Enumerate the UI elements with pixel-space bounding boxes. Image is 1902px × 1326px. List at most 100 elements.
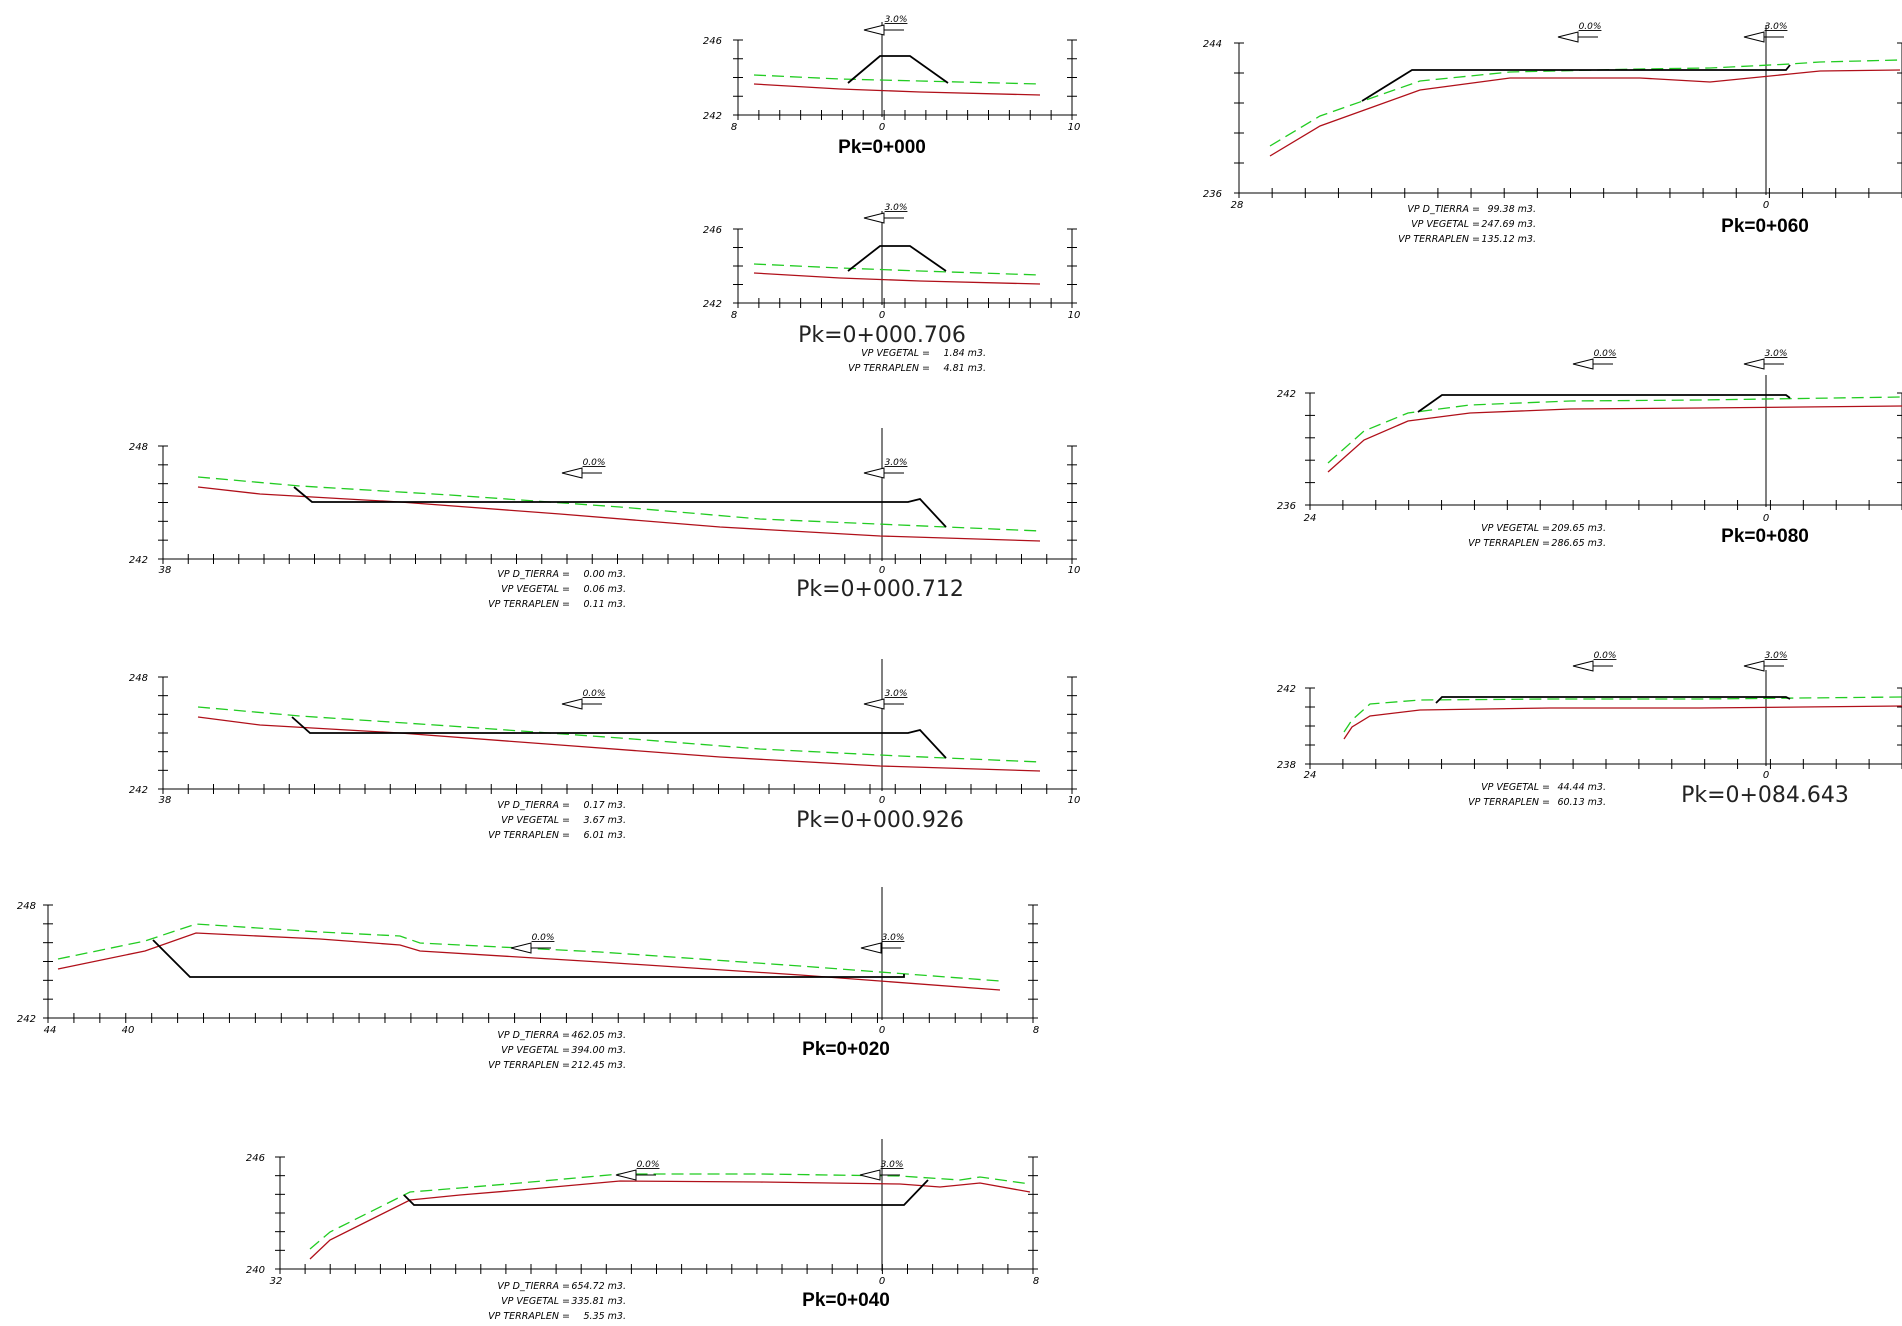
x-axis-label: 8 xyxy=(1033,1025,1039,1036)
x-axis-label: 0 xyxy=(1763,200,1769,211)
y-axis-label: 242 xyxy=(129,555,148,566)
volume-name: VP VEGETAL = xyxy=(501,1296,570,1307)
vegetal-line xyxy=(197,706,1041,763)
road-line xyxy=(152,939,905,978)
volume-name: VP D_TIERRA = xyxy=(497,800,570,811)
x-axis-label: 38 xyxy=(159,795,172,806)
slope-arrow-head xyxy=(1743,31,1765,43)
terrain-line xyxy=(57,932,1001,991)
x-axis-label: 0 xyxy=(879,795,885,806)
x-axis-label: 0 xyxy=(879,565,885,576)
x-axis-label: 10 xyxy=(1068,795,1081,806)
road-line xyxy=(403,1179,929,1206)
slope-label: 0.0% xyxy=(532,933,555,943)
volume-name: VP TERRAPLEN = xyxy=(1468,538,1550,549)
slope-arrow-head xyxy=(1743,660,1765,672)
vegetal-line xyxy=(1343,696,1902,733)
volume-name: VP D_TIERRA = xyxy=(497,1030,570,1041)
y-axis-label: 246 xyxy=(703,225,722,236)
slope-label: 3.0% xyxy=(881,1160,904,1170)
volume-value: 44.44 m3. xyxy=(1557,782,1606,793)
road-line xyxy=(1361,64,1791,102)
x-axis-label: 0 xyxy=(879,1276,885,1287)
road-line xyxy=(1417,394,1791,413)
volume-name: VP VEGETAL = xyxy=(1481,523,1550,534)
slope-label: 0.0% xyxy=(637,1160,660,1170)
slope-arrow-head xyxy=(863,698,885,710)
slope-arrow-head xyxy=(1557,31,1579,43)
slope-arrow-head xyxy=(863,24,885,36)
volume-name: VP VEGETAL = xyxy=(501,584,570,595)
volume-value: 654.72 m3. xyxy=(571,1281,626,1292)
slope-label: 0.0% xyxy=(583,689,606,699)
y-axis-label: 248 xyxy=(17,901,36,912)
volume-value: 247.69 m3. xyxy=(1481,219,1536,230)
x-axis-label: 8 xyxy=(731,122,737,133)
x-axis-label: 0 xyxy=(1763,770,1769,781)
volume-name: VP TERRAPLEN = xyxy=(488,1311,570,1322)
slope-label: 0.0% xyxy=(1594,349,1617,359)
y-axis-label: 242 xyxy=(1277,389,1296,400)
slope-label: 3.0% xyxy=(885,458,908,468)
x-axis-label: 10 xyxy=(1068,310,1081,321)
volume-value: 212.45 m3. xyxy=(571,1060,626,1071)
terrain-line xyxy=(197,486,1041,542)
terrain-line xyxy=(1269,69,1901,157)
slope-label: 0.0% xyxy=(1594,651,1617,661)
volume-value: 60.13 m3. xyxy=(1557,797,1606,808)
y-axis-label: 248 xyxy=(129,442,148,453)
slope-label: 3.0% xyxy=(885,689,908,699)
slope-arrow-head xyxy=(510,942,532,954)
volume-name: VP TERRAPLEN = xyxy=(848,363,930,374)
volume-name: VP TERRAPLEN = xyxy=(488,599,570,610)
volume-value: 3.67 m3. xyxy=(584,815,627,826)
volume-value: 0.11 m3. xyxy=(584,599,627,610)
slope-label: 3.0% xyxy=(885,15,908,25)
x-axis-label: 38 xyxy=(159,565,172,576)
terrain-line xyxy=(753,83,1041,96)
y-axis-label: 242 xyxy=(17,1014,36,1025)
x-axis-label: 24 xyxy=(1304,513,1317,524)
y-axis-label: 242 xyxy=(703,299,722,310)
vegetal-line xyxy=(1269,59,1901,147)
x-axis-label: 8 xyxy=(1033,1276,1039,1287)
volume-value: 209.65 m3. xyxy=(1551,523,1606,534)
volume-name: VP D_TIERRA = xyxy=(1407,204,1480,215)
pk-label: Pk=0+000.712 xyxy=(796,577,964,602)
volume-name: VP TERRAPLEN = xyxy=(488,1060,570,1071)
volume-name: VP VEGETAL = xyxy=(501,1045,570,1056)
volume-value: 99.38 m3. xyxy=(1487,204,1536,215)
y-axis-label: 240 xyxy=(246,1265,265,1276)
slope-arrow-head xyxy=(615,1169,637,1181)
slope-arrow-head xyxy=(561,698,583,710)
volume-value: 4.81 m3. xyxy=(944,363,987,374)
slope-arrow-head xyxy=(863,212,885,224)
x-axis-label: 44 xyxy=(44,1025,57,1036)
road-line xyxy=(847,55,949,84)
pk-label: Pk=0+080 xyxy=(1721,526,1809,547)
pk-label: Pk=0+000 xyxy=(838,137,926,158)
volume-value: 1.84 m3. xyxy=(944,348,987,359)
y-axis-label: 244 xyxy=(1203,39,1222,50)
vegetal-line xyxy=(197,476,1041,532)
volume-name: VP TERRAPLEN = xyxy=(488,830,570,841)
x-axis-label: 10 xyxy=(1068,565,1081,576)
y-axis-label: 236 xyxy=(1203,189,1222,200)
x-axis-label: 28 xyxy=(1231,200,1244,211)
volume-name: VP VEGETAL = xyxy=(1411,219,1480,230)
terrain-line xyxy=(1343,705,1902,740)
x-axis-label: 0 xyxy=(1763,513,1769,524)
x-axis-label: 0 xyxy=(879,122,885,133)
slope-label: 0.0% xyxy=(1579,22,1602,32)
volume-value: 6.01 m3. xyxy=(584,830,627,841)
volume-name: VP VEGETAL = xyxy=(1481,782,1550,793)
volume-value: 0.00 m3. xyxy=(584,569,627,580)
